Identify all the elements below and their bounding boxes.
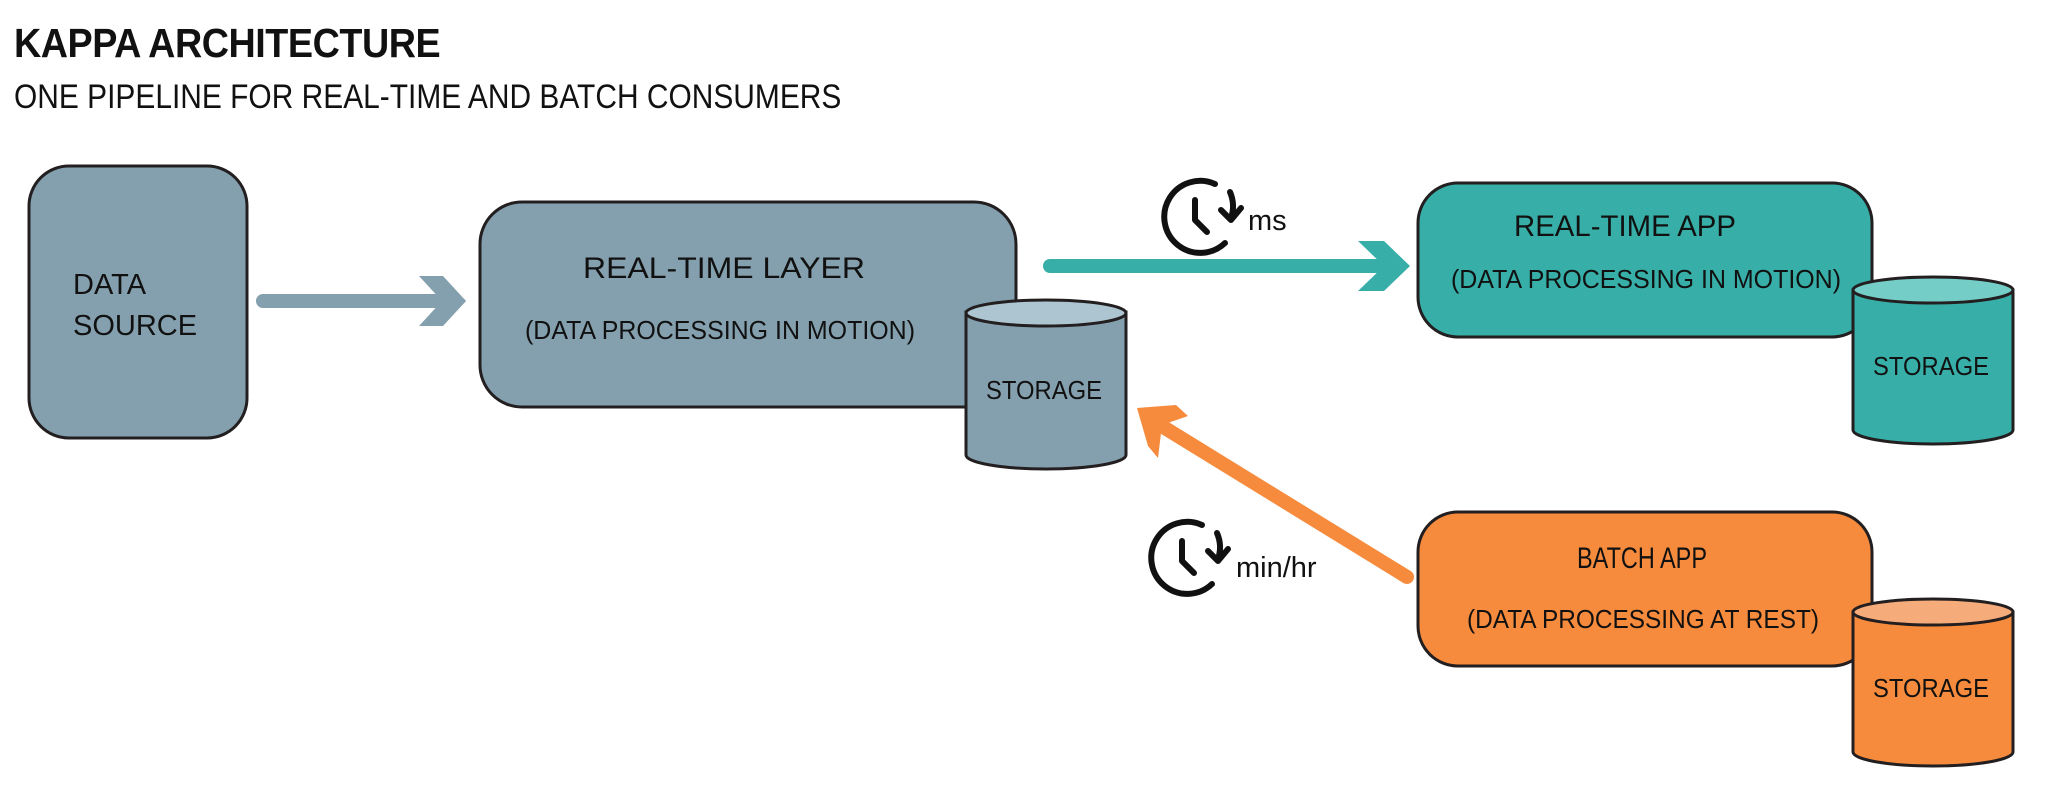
data-source-label-line1: DATA (73, 269, 147, 301)
realtime-layer-node[interactable]: REAL-TIME LAYER (DATA PROCESSING IN MOTI… (478, 200, 1018, 409)
realtime-layer-title: REAL-TIME LAYER (583, 252, 865, 285)
batch-app-node[interactable]: BATCH APP (DATA PROCESSING AT REST) (1416, 510, 1874, 668)
storage-cylinder-body (964, 310, 1128, 471)
arrow-head (1137, 405, 1188, 458)
clock-refresh-icon (1148, 518, 1231, 597)
data-source-label-line2: SOURCE (73, 310, 197, 342)
batch-app-box (1416, 510, 1874, 668)
data-source-node[interactable]: DATA SOURCE (27, 164, 249, 440)
batch-app-subtitle: (DATA PROCESSING AT REST) (1467, 604, 1819, 634)
realtime-layer-subtitle: (DATA PROCESSING IN MOTION) (525, 315, 915, 345)
arrow-layer-to-realtime-app (1043, 241, 1410, 291)
storage-cylinder-body (1851, 610, 2015, 768)
realtime-app-title: REAL-TIME APP (1514, 210, 1736, 243)
batch-latency: min/hr (1148, 518, 1317, 597)
storage-cylinder-body (1851, 288, 2015, 446)
storage-label: STORAGE (1873, 673, 1989, 703)
arrow-batch-app-to-layer (1137, 405, 1414, 584)
page-title: KAPPA ARCHITECTURE (14, 20, 441, 66)
storage-cylinder-top (964, 298, 1128, 328)
storage-label: STORAGE (986, 375, 1102, 405)
realtime-app-box (1416, 181, 1874, 339)
realtime-layer-storage[interactable]: STORAGE (964, 298, 1128, 471)
storage-cylinder-top (1851, 597, 2015, 627)
realtime-latency-label: ms (1248, 205, 1287, 237)
batch-app-title: BATCH APP (1577, 542, 1707, 575)
clock-refresh-icon (1161, 177, 1244, 256)
realtime-layer-box (478, 200, 1018, 409)
storage-cylinder-top (1851, 275, 2015, 305)
realtime-app-subtitle: (DATA PROCESSING IN MOTION) (1451, 264, 1841, 294)
data-source-box (27, 164, 249, 440)
arrow-source-to-layer (256, 276, 466, 326)
batch-app-storage[interactable]: STORAGE (1851, 597, 2015, 768)
storage-label: STORAGE (1873, 351, 1989, 381)
batch-latency-label: min/hr (1236, 552, 1317, 584)
realtime-app-node[interactable]: REAL-TIME APP (DATA PROCESSING IN MOTION… (1416, 181, 1874, 339)
page-subtitle: ONE PIPELINE FOR REAL-TIME AND BATCH CON… (14, 78, 842, 116)
realtime-latency: ms (1161, 177, 1287, 256)
realtime-app-storage[interactable]: STORAGE (1851, 275, 2015, 446)
arrow-head (1358, 241, 1410, 291)
